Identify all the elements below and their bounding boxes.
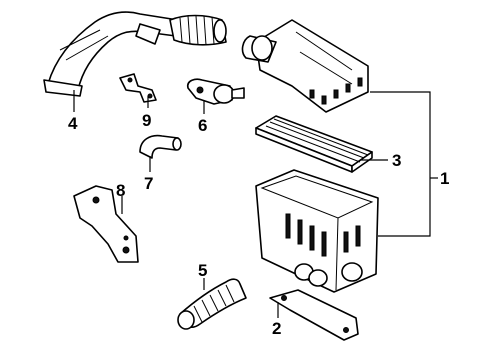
air-cleaner-housing-part [255, 169, 379, 293]
callout-8: 8 [116, 181, 125, 200]
callout-7: 7 [144, 174, 153, 193]
valve-6-part [186, 78, 245, 105]
bracket-8-part [73, 185, 139, 263]
callout-labels: 1 2 3 4 5 6 7 8 9 [68, 111, 449, 338]
flex-hose-5-part [177, 278, 247, 330]
callout-9: 9 [142, 111, 151, 130]
callout-6: 6 [198, 116, 207, 135]
air-cleaner-cover-part [241, 19, 369, 113]
callout-2: 2 [272, 319, 281, 338]
callout-3: 3 [392, 151, 401, 170]
elbow-hose-7-part [139, 134, 182, 159]
air-filter-part [255, 115, 373, 173]
callout-5: 5 [198, 261, 207, 280]
leader-lines [73, 90, 438, 318]
callout-4: 4 [68, 114, 78, 133]
bracket-9-part [119, 73, 157, 103]
callout-1: 1 [440, 169, 449, 188]
intake-duct-part [43, 11, 227, 97]
bracket-2-part [269, 289, 359, 341]
